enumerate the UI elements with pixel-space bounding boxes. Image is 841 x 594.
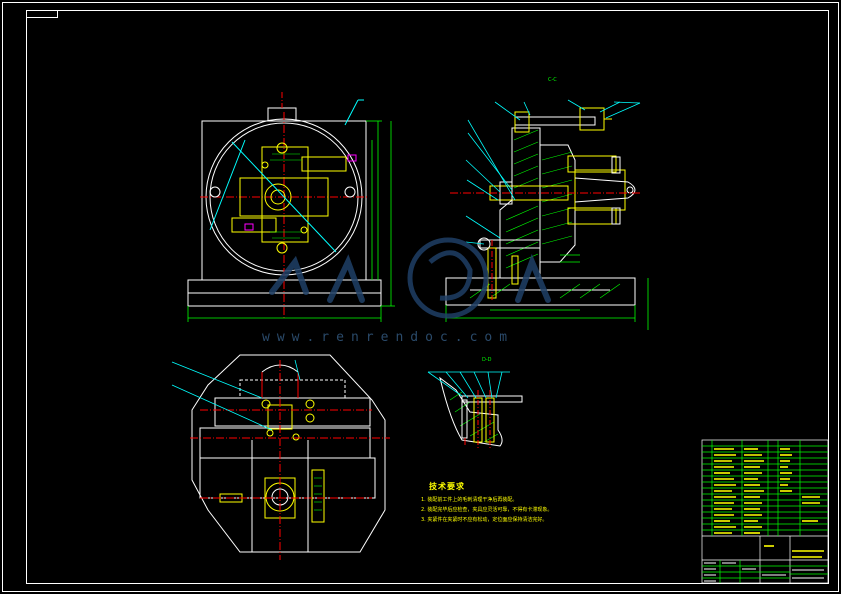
section-view-cc — [445, 99, 649, 330]
title-block-small-entries — [704, 562, 824, 582]
section-view-dd — [427, 371, 523, 448]
title-block — [701, 439, 829, 584]
watermark-logo — [269, 237, 551, 319]
watermark-url: www.renrendoc.com — [262, 330, 515, 345]
section-label-dd: D-D — [482, 357, 492, 363]
title-block-entries — [714, 448, 824, 558]
tech-notes-title: 技术要求 — [429, 482, 465, 491]
front-view — [187, 92, 395, 322]
inner-border — [26, 10, 829, 584]
tech-note-line-3: 3. 夹紧件在夹紧时不应有松动，定位面应保持清洁完好。 — [421, 517, 548, 523]
top-view — [171, 354, 390, 560]
corner-tag — [26, 10, 58, 18]
section-label-cc: C-C — [548, 77, 557, 83]
tech-note-line-1: 1. 装配前工件上的毛刺清理干净后再装配。 — [421, 497, 518, 503]
tech-note-line-2: 2. 装配完毕后应检查，夹具应灵活可靠，不得有卡滞现象。 — [421, 507, 553, 513]
